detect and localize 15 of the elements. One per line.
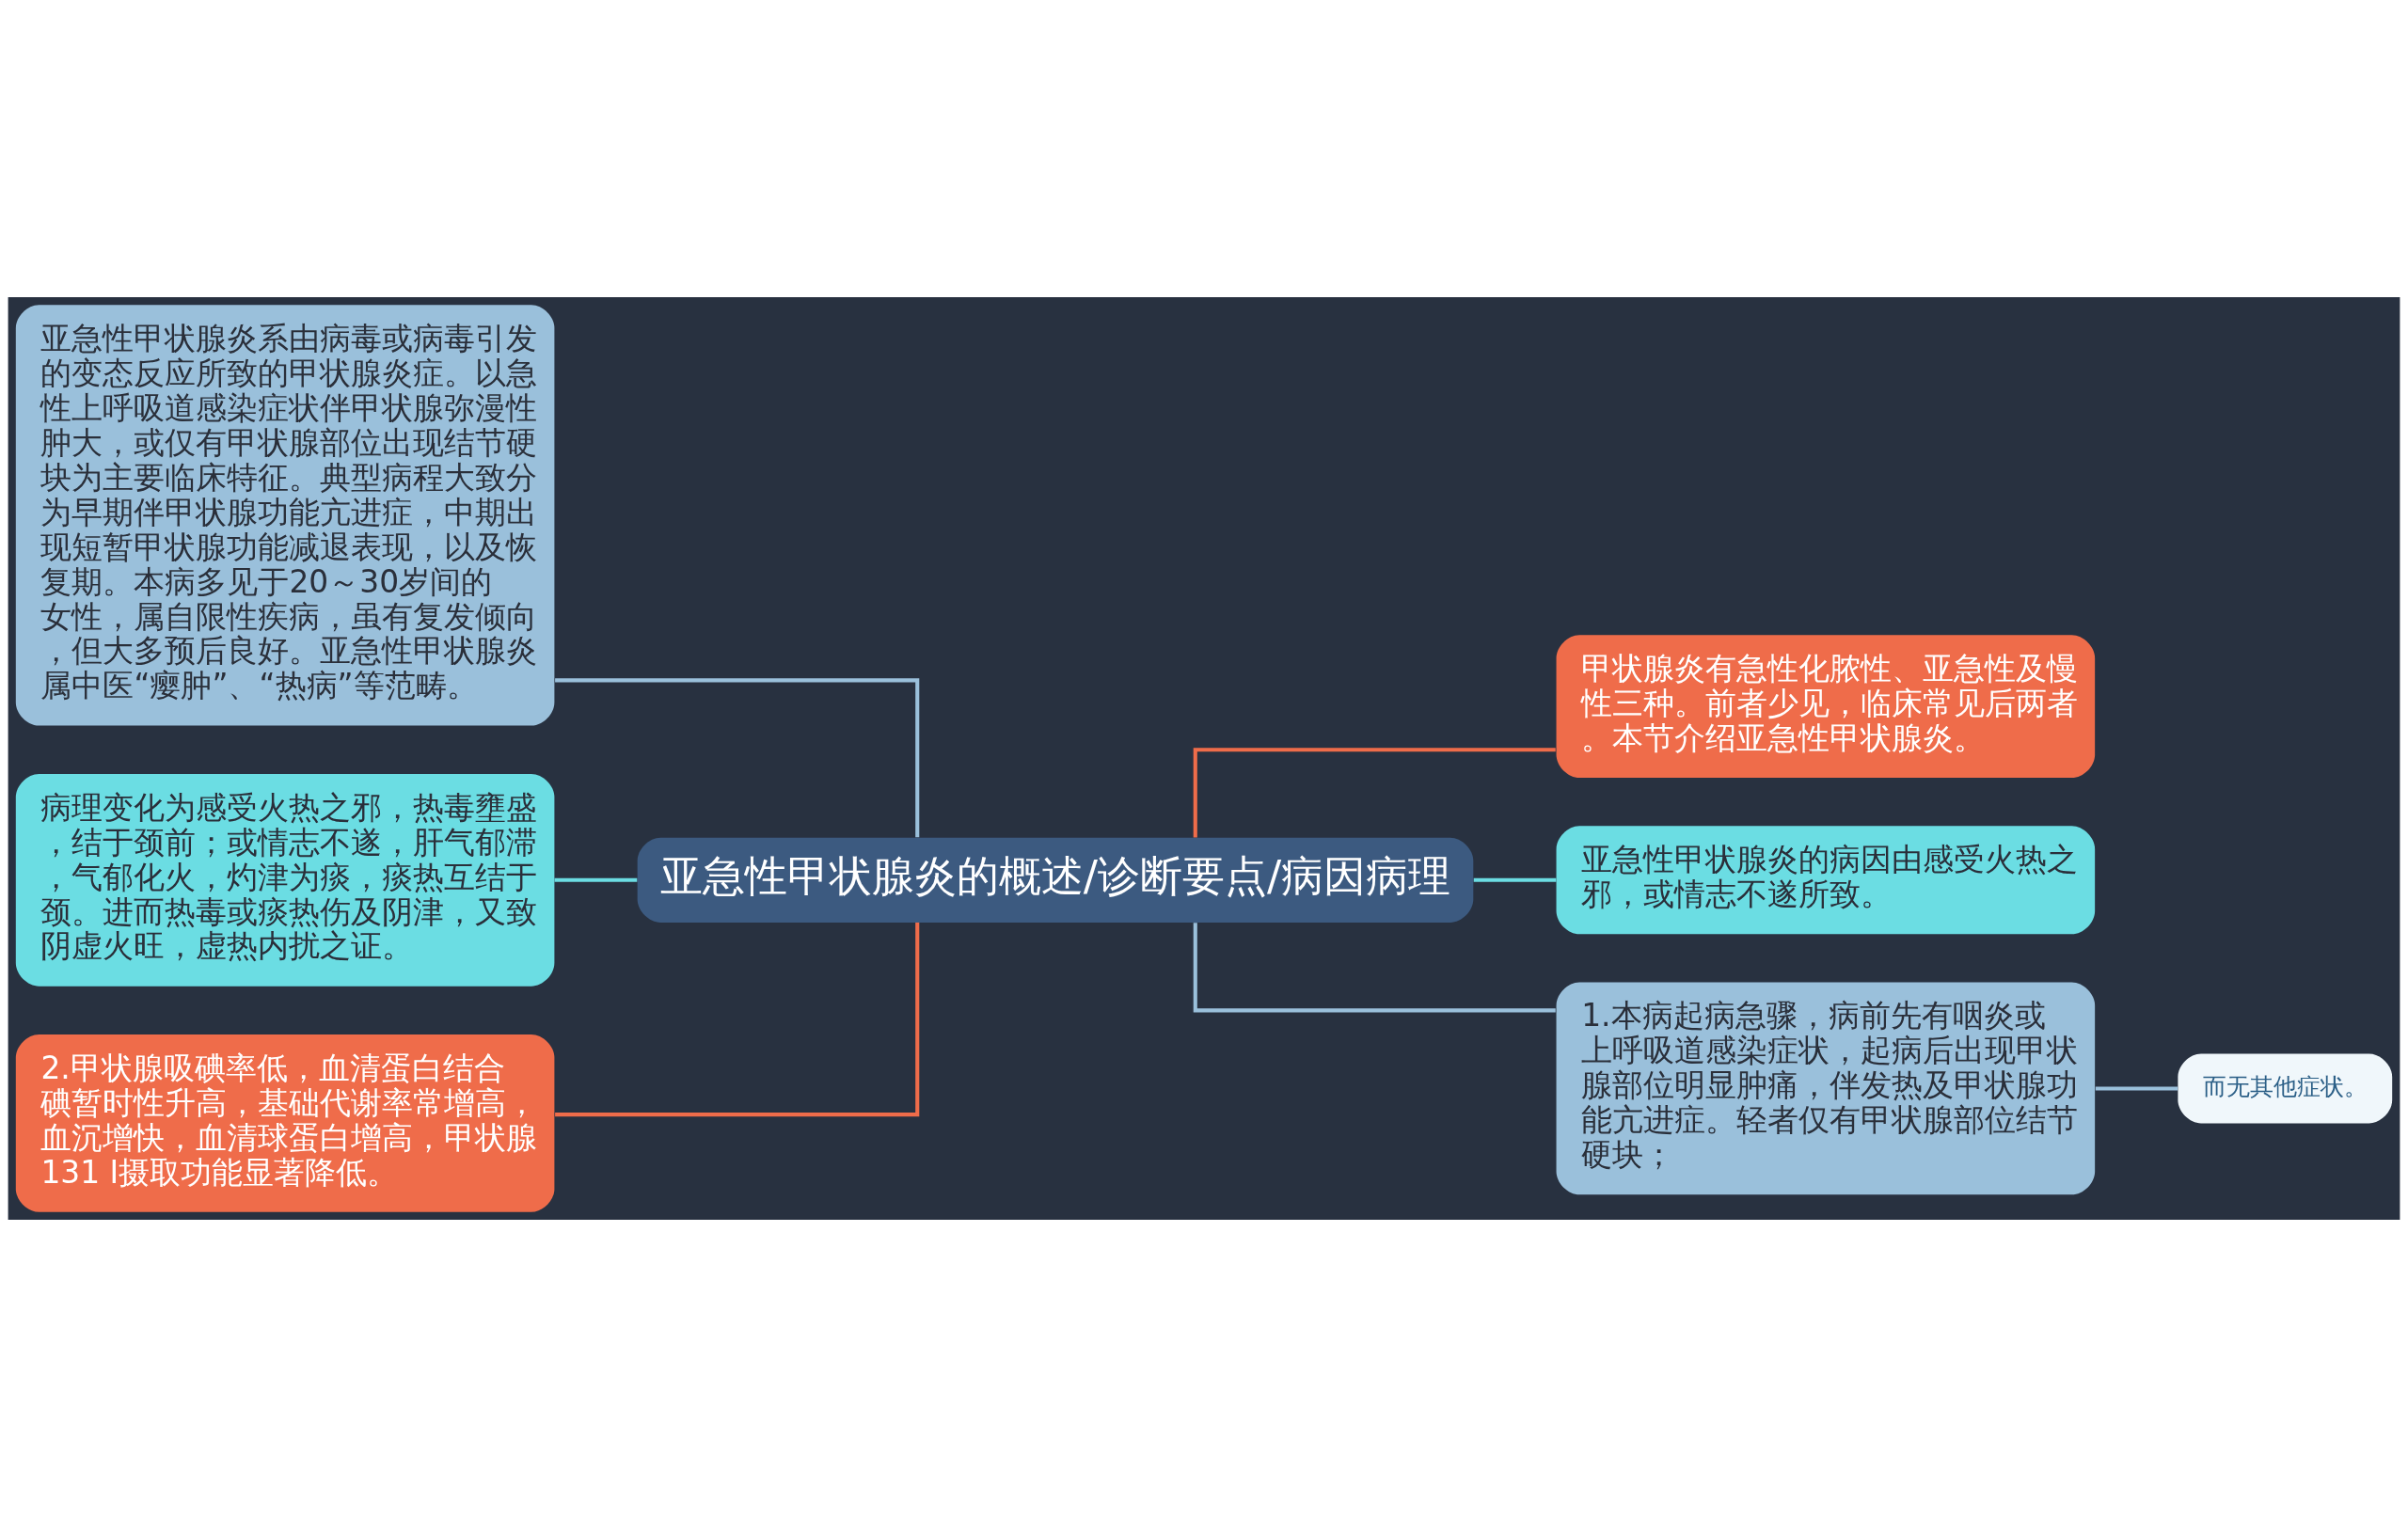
connector (554, 877, 638, 882)
connector (1473, 877, 1557, 882)
node-box: 亚急性甲状腺炎系由病毒或病毒引发的变态反应所致的甲状腺炎症。以急性上呼吸道感染症状伴甲状腺弥漫性肿大，或仅有甲状腺部位出现结节硬块为主要临床特征。典型病程大致分为早期伴甲状腺功能亢进症，中期出现短暂甲状腺功能减退表现，以及恢复期。本病多见于20～30岁间的女性，属自限性疾病，虽有复发倾向，但大多预后良好。亚急性甲状腺炎属中医“瘿肿”、“热病”等范畴。 (15, 304, 555, 726)
node-box: 亚急性甲状腺炎的病因由感受火热之邪，或情志不遂所致。 (1556, 825, 2096, 934)
node-box: 1.本病起病急骤，病前先有咽炎或上呼吸道感染症状，起病后出现甲状腺部位明显肿痛，伴发热及甲状腺功能亢进症。轻者仅有甲状腺部位结节硬块； (1556, 982, 2096, 1194)
connector (1193, 747, 1556, 837)
connector (555, 677, 920, 837)
node-box: 病理变化为感受火热之邪，热毒壅盛，结于颈前；或情志不遂，肝气郁滞，气郁化火，灼津为痰，痰热互结于颈。进而热毒或痰热伤及阴津，又致阴虚火旺，虚热内扰之证。 (15, 773, 555, 987)
node-box: 而无其他症状。 (2178, 1053, 2393, 1123)
connector (1193, 922, 1556, 1012)
node-box: 2.甲状腺吸碘率低，血清蛋白结合碘暂时性升高，基础代谢率常增高，血沉增快，血清球蛋白增高，甲状腺131 Ⅰ摄取功能显著降低。 (15, 1034, 555, 1212)
node-box: 甲状腺炎有急性化脓性、亚急性及慢性三种。前者少见，临床常见后两者。本节介绍亚急性甲状腺炎。 (1556, 634, 2096, 778)
connector (2095, 1085, 2178, 1090)
connector (555, 922, 920, 1116)
node-box: 亚急性甲状腺炎的概述/诊断要点/病因病理 (637, 837, 1474, 923)
